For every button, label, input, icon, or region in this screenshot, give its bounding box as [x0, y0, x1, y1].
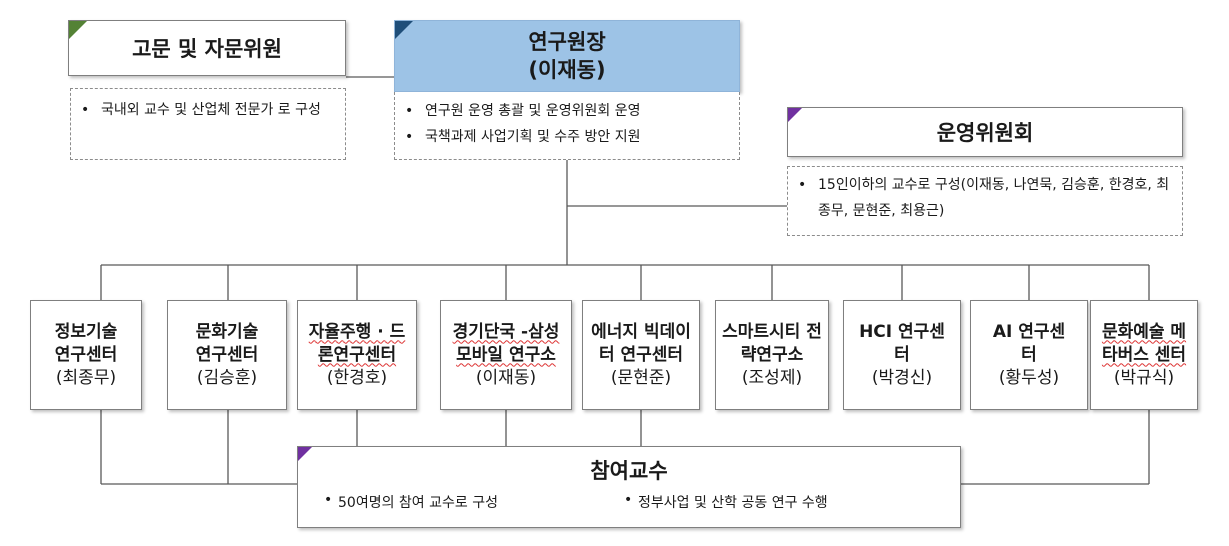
- center-person: (문현준): [610, 367, 672, 388]
- center-name: 경기단국 -삼성모바일 연구소: [452, 321, 560, 365]
- steering-corner-marker: [788, 108, 802, 122]
- center-person: (박규식): [1113, 367, 1175, 388]
- center-box-2: 문화기술 연구센터 (김승훈): [167, 300, 287, 410]
- center-name: 자율주행 · 드론연구센터: [308, 321, 406, 365]
- center-person: (황두성): [998, 367, 1060, 388]
- center-name: 에너지 빅데이터 연구센터: [591, 321, 691, 365]
- director-title: 연구원장: [528, 30, 606, 54]
- director-description: 연구원 운영 총괄 및 운영위원회 운영 국책과제 사업기획 및 수주 방안 지…: [394, 92, 740, 160]
- center-person: (박경신): [871, 367, 933, 388]
- steering-description: 15인이하의 교수로 구성(이재동, 나연묵, 김승훈, 한경호, 최종무, 문…: [787, 166, 1183, 236]
- center-box-7: HCI 연구센터 (박경신): [843, 300, 961, 410]
- faculty-bullet-1: 50여명의 참여 교수로 구성: [338, 495, 498, 511]
- director-bullet-2: 국책과제 사업기획 및 수주 방안 지원: [395, 124, 739, 150]
- center-name: 문화예술 메타버스 센터: [1101, 321, 1187, 365]
- steering-title: 운영위원회: [936, 121, 1034, 145]
- center-box-3: 자율주행 · 드론연구센터 (한경호): [297, 300, 417, 410]
- center-box-8: AI 연구센터 (황두성): [970, 300, 1088, 410]
- center-name: 문화기술 연구센터: [195, 321, 259, 365]
- center-box-5: 에너지 빅데이터 연구센터 (문현준): [582, 300, 700, 410]
- center-name: 정보기술 연구센터: [54, 321, 118, 365]
- advisory-description: 국내외 교수 및 산업체 전문가 로 구성: [70, 88, 346, 160]
- center-box-1: 정보기술 연구센터 (최종무): [30, 300, 142, 410]
- faculty-bullet-2: 정부사업 및 산학 공동 연구 수행: [638, 495, 828, 511]
- director-corner-marker: [395, 21, 413, 39]
- steering-bullet: 15인이하의 교수로 구성(이재동, 나연묵, 김승훈, 한경호, 최종무, 문…: [788, 172, 1182, 224]
- center-person: (최종무): [55, 367, 117, 388]
- center-box-9: 문화예술 메타버스 센터 (박규식): [1090, 300, 1198, 410]
- faculty-corner-marker: [298, 447, 312, 461]
- center-box-6: 스마트시티 전략연구소 (조성제): [715, 300, 829, 410]
- center-person: (조성제): [741, 367, 803, 388]
- director-bullet-1: 연구원 운영 총괄 및 운영위원회 운영: [395, 98, 739, 124]
- advisory-title: 고문 및 자문위원: [132, 37, 282, 61]
- center-box-4: 경기단국 -삼성모바일 연구소 (이재동): [440, 300, 572, 410]
- center-name: HCI 연구센터: [859, 321, 945, 365]
- center-person: (한경호): [326, 367, 388, 388]
- steering-title-box: 운영위원회: [787, 107, 1183, 157]
- director-name: (이재동): [528, 58, 606, 82]
- advisory-bullet: 국내외 교수 및 산업체 전문가 로 구성: [71, 97, 345, 123]
- center-name: AI 연구센터: [992, 321, 1066, 365]
- director-title-box: 연구원장 (이재동): [394, 20, 740, 92]
- center-person: (김승훈): [196, 367, 258, 388]
- faculty-box: 참여교수 50여명의 참여 교수로 구성 정부사업 및 산학 공동 연구 수행 …: [297, 446, 961, 528]
- center-person: (이재동): [475, 367, 537, 388]
- faculty-title: 참여교수: [590, 459, 668, 483]
- center-name: 스마트시티 전략연구소: [722, 321, 822, 365]
- advisory-corner-marker: [69, 21, 87, 39]
- advisory-title-box: 고문 및 자문위원: [68, 20, 346, 76]
